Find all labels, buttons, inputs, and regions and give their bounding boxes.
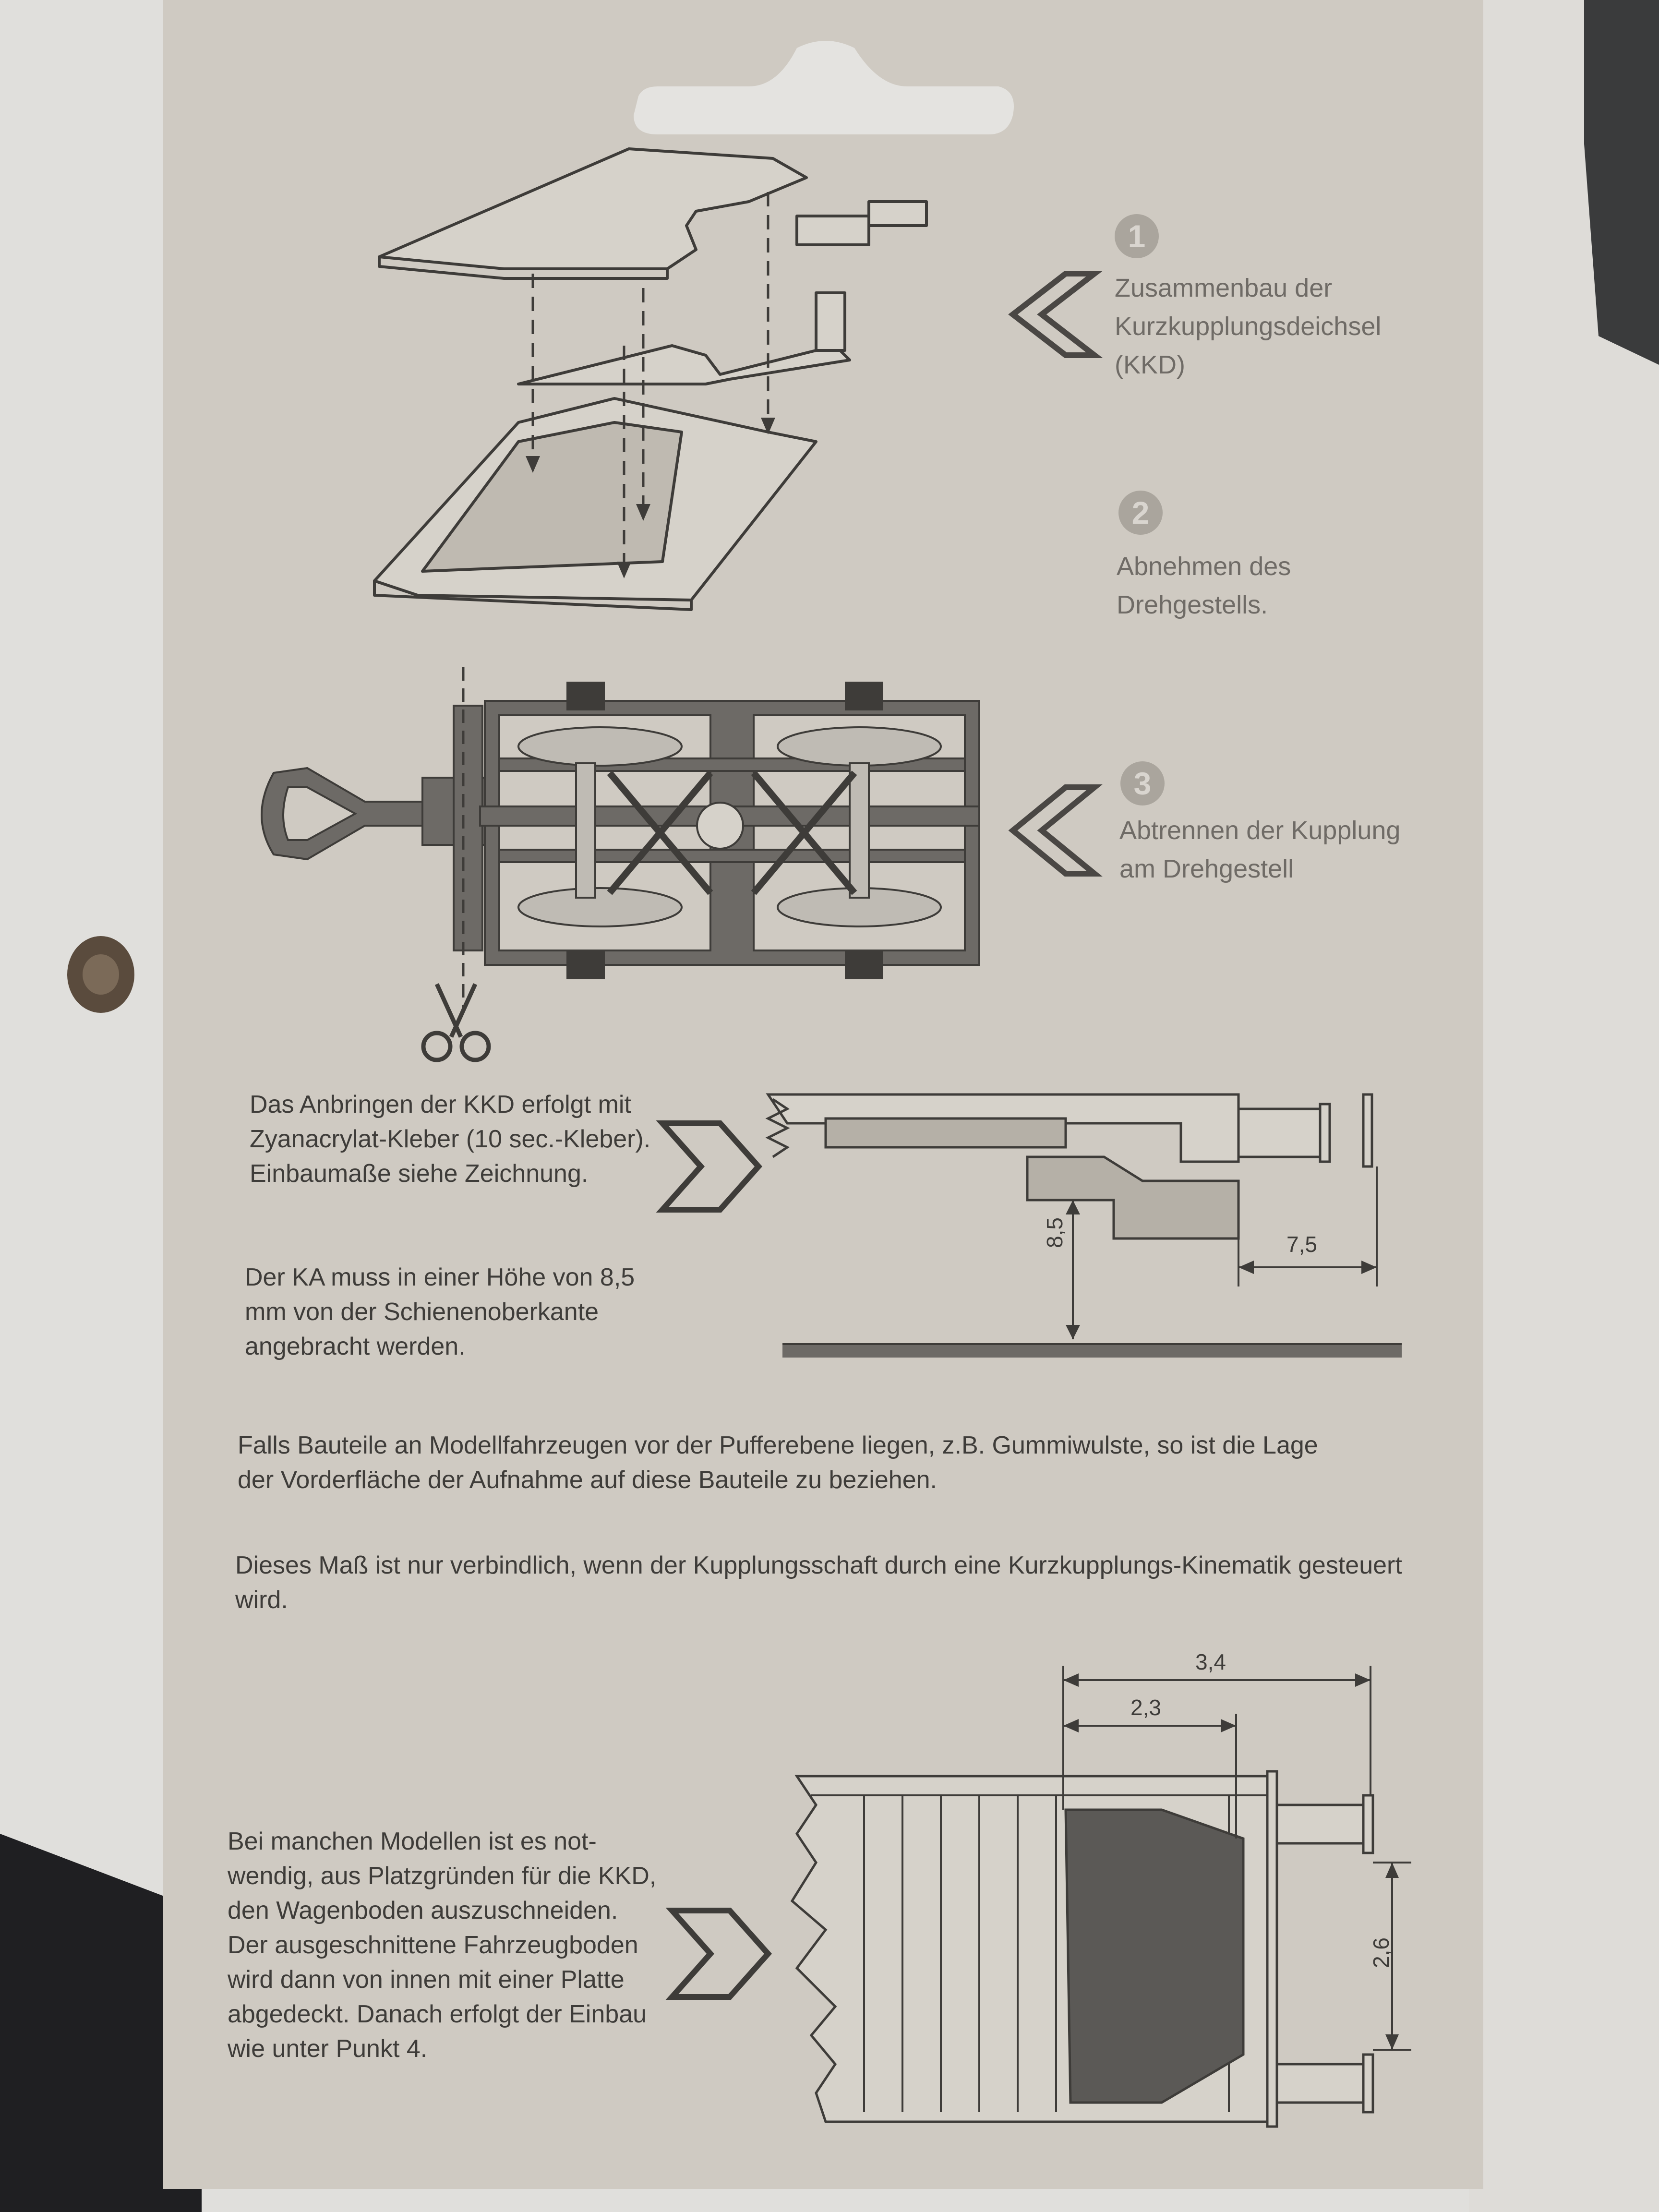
dimension-inner: 2,3 [1130,1695,1161,1720]
binding-text: Dieses Maß ist nur verbindlich, wenn der… [235,1551,1402,1614]
step-2-number: 2 [1118,491,1163,535]
step-1-text: Zusammenbau der Kurzkupplungsdeichsel (K… [1115,274,1382,379]
height-text: Der KA muss in einer Höhe von 8,5 mm von… [245,1263,635,1360]
step-3-number: 3 [1120,761,1165,805]
dimension-spacing: 2,6 [1369,1937,1394,1968]
dimension-depth: 7,5 [1286,1232,1317,1257]
buffer-text: Falls Bauteile an Modellfahrzeugen vor d… [238,1431,1318,1494]
mounting-text: Das Anbringen der KKD erfolgt mit Zyanac… [250,1091,651,1188]
dark-object [1584,0,1659,365]
dark-cloth [0,1834,202,2212]
dimension-height: 8,5 [1042,1217,1067,1248]
dimension-outer: 3,4 [1195,1649,1226,1674]
step-2-text: Abnehmen des Drehgestells. [1117,552,1291,619]
step-1-number: 1 [1115,214,1159,258]
cutout-text: Bei manchen Modellen ist es not- wendig,… [228,1827,657,2063]
step-3-text: Abtrennen der Kupplung am Drehgestell [1119,816,1401,883]
